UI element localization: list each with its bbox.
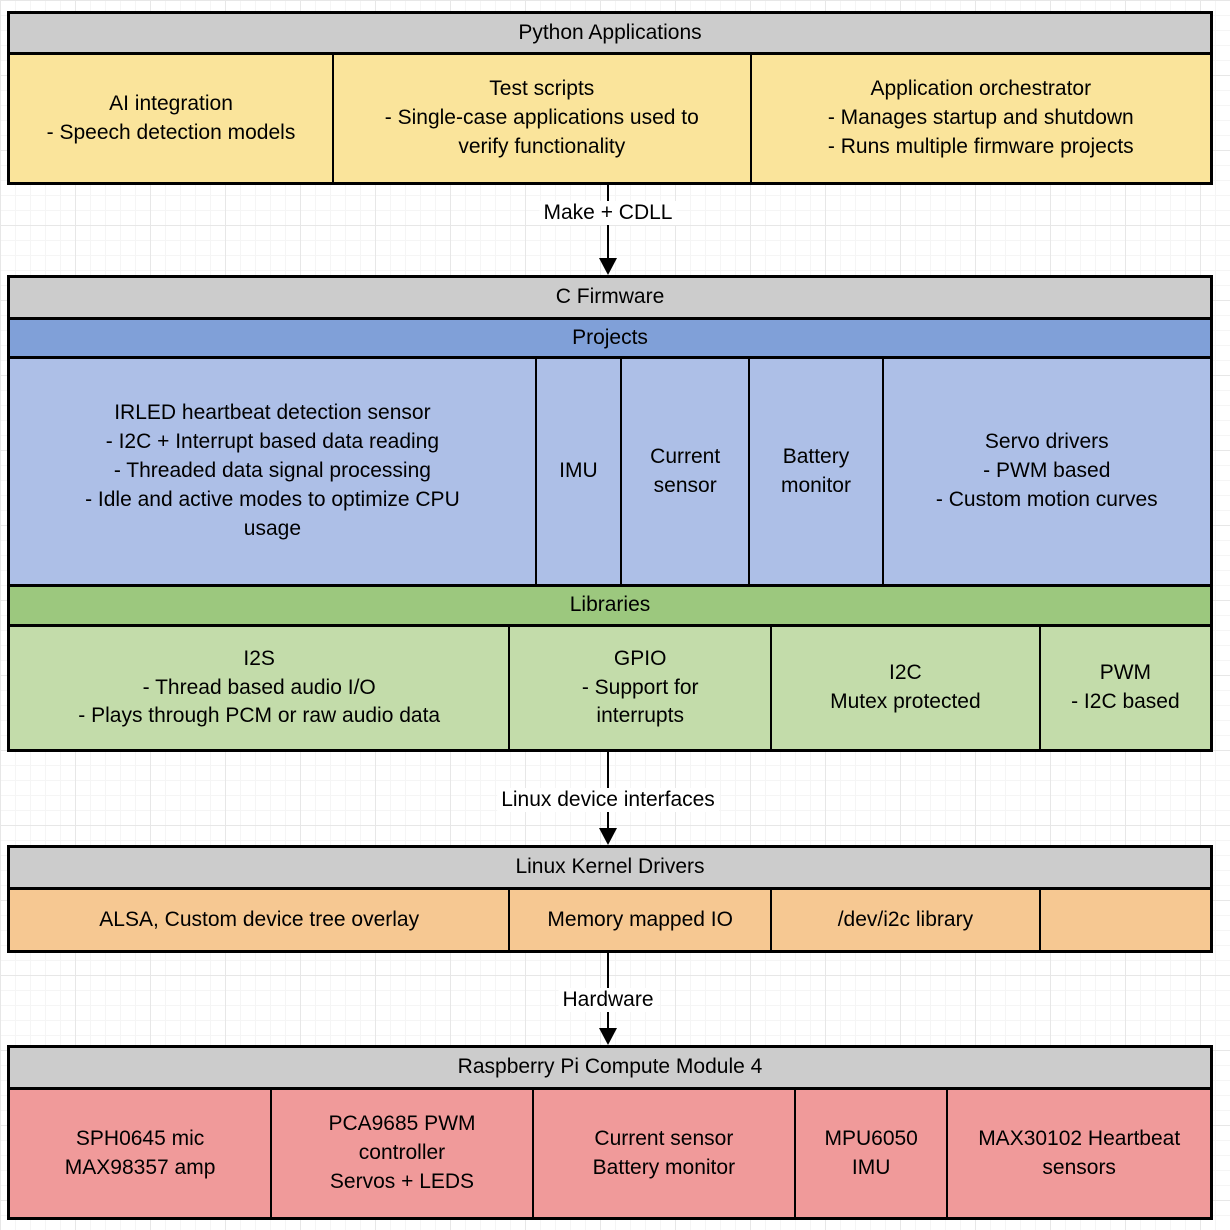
- cell-text: Servo drivers - PWM based - Custom motio…: [935, 430, 1158, 511]
- arrow-label-make-cdll: Make + CDLL: [539, 201, 677, 225]
- cell-text: PCA9685 PWM controller Servos + LEDS: [328, 1112, 476, 1193]
- cell-text: Current sensor: [650, 444, 721, 497]
- cell-dev-i2c-library: /dev/i2c library: [771, 890, 1041, 950]
- cell-ai-integration: AI integration - Speech detection models: [10, 55, 334, 182]
- cell-sph0645-max98357: SPH0645 mic MAX98357 amp: [10, 1090, 273, 1217]
- linux-kernel-drivers-title: Linux Kernel Drivers: [515, 855, 705, 879]
- cell-i2c-library: I2C Mutex protected: [771, 627, 1041, 749]
- cell-max30102-heartbeat: MAX30102 Heartbeat sensors: [948, 1090, 1210, 1217]
- cell-text: Battery monitor: [780, 444, 851, 497]
- linux-kernel-drivers-header: Linux Kernel Drivers: [10, 848, 1210, 890]
- cell-gpio-library: GPIO - Support for interrupts: [510, 627, 772, 749]
- cell-text: SPH0645 mic MAX98357 amp: [64, 1126, 216, 1179]
- python-applications-title: Python Applications: [518, 20, 702, 44]
- projects-header: Projects: [10, 320, 1210, 359]
- cell-text: I2S - Thread based audio I/O - Plays thr…: [78, 646, 441, 728]
- cell-irled-heartbeat: IRLED heartbeat detection sensor - I2C +…: [10, 359, 537, 584]
- libraries-title: Libraries: [569, 593, 651, 617]
- python-applications-table: Python Applications AI integration - Spe…: [7, 11, 1213, 185]
- cell-text: MAX30102 Heartbeat sensors: [978, 1126, 1181, 1179]
- cell-text: IMU: [559, 459, 598, 483]
- cell-mpu6050-imu: MPU6050 IMU: [795, 1090, 949, 1217]
- cell-test-scripts: Test scripts - Single-case applications …: [334, 55, 752, 182]
- cell-memory-mapped-io: Memory mapped IO: [510, 890, 772, 950]
- cell-text: I2C Mutex protected: [830, 661, 981, 713]
- cell-alsa-overlay: ALSA, Custom device tree overlay: [10, 890, 511, 950]
- cell-text: /dev/i2c library: [837, 907, 974, 931]
- c-firmware-table: C Firmware Projects IRLED heartbeat dete…: [7, 275, 1213, 752]
- cell-battery-monitor-project: Battery monitor: [750, 359, 884, 584]
- arrow-head-icon: [599, 258, 617, 275]
- flow-arrow-make-cdll: Make + CDLL: [539, 185, 677, 275]
- cell-text: ALSA, Custom device tree overlay: [99, 907, 420, 931]
- arrow-head-icon: [599, 1028, 617, 1045]
- libraries-header: Libraries: [10, 584, 1210, 627]
- cell-servo-drivers: Servo drivers - PWM based - Custom motio…: [883, 359, 1210, 584]
- raspberry-pi-header: Raspberry Pi Compute Module 4: [10, 1048, 1210, 1090]
- cell-pwm-library: PWM - I2C based: [1040, 627, 1210, 749]
- arrow-label-linux-device-interfaces: Linux device interfaces: [497, 788, 719, 812]
- cell-text: Test scripts - Single-case applications …: [384, 77, 699, 158]
- projects-title: Projects: [572, 325, 648, 349]
- cell-text: Memory mapped IO: [547, 907, 733, 931]
- cell-kernel-empty: [1040, 890, 1210, 950]
- cell-imu-project: IMU: [536, 359, 622, 584]
- raspberry-pi-table: Raspberry Pi Compute Module 4 SPH0645 mi…: [7, 1045, 1213, 1220]
- cell-text: GPIO - Support for interrupts: [581, 646, 699, 728]
- cell-text: IRLED heartbeat detection sensor - I2C +…: [85, 401, 460, 540]
- cell-text: Application orchestrator - Manages start…: [827, 77, 1134, 158]
- c-firmware-title: C Firmware: [555, 285, 665, 309]
- c-firmware-header: C Firmware: [10, 278, 1210, 320]
- arrow-label-hardware: Hardware: [558, 988, 658, 1012]
- cell-text: MPU6050 IMU: [824, 1126, 918, 1179]
- python-applications-header: Python Applications: [10, 14, 1210, 55]
- cell-text: PWM - I2C based: [1071, 661, 1180, 713]
- linux-kernel-drivers-table: Linux Kernel Drivers ALSA, Custom device…: [7, 845, 1213, 953]
- cell-i2s-library: I2S - Thread based audio I/O - Plays thr…: [10, 627, 511, 749]
- flow-arrow-hardware: Hardware: [558, 953, 658, 1045]
- raspberry-pi-title: Raspberry Pi Compute Module 4: [457, 1055, 763, 1079]
- cell-current-sensor-project: Current sensor: [621, 359, 751, 584]
- cell-text: Current sensor Battery monitor: [592, 1126, 736, 1179]
- cell-text: AI integration - Speech detection models: [46, 91, 296, 144]
- flow-arrow-linux-device-interfaces: Linux device interfaces: [497, 752, 719, 845]
- arrow-head-icon: [599, 828, 617, 845]
- cell-current-sensor-battery: Current sensor Battery monitor: [533, 1090, 796, 1217]
- cell-application-orchestrator: Application orchestrator - Manages start…: [751, 55, 1210, 182]
- cell-pca9685-pwm: PCA9685 PWM controller Servos + LEDS: [272, 1090, 534, 1217]
